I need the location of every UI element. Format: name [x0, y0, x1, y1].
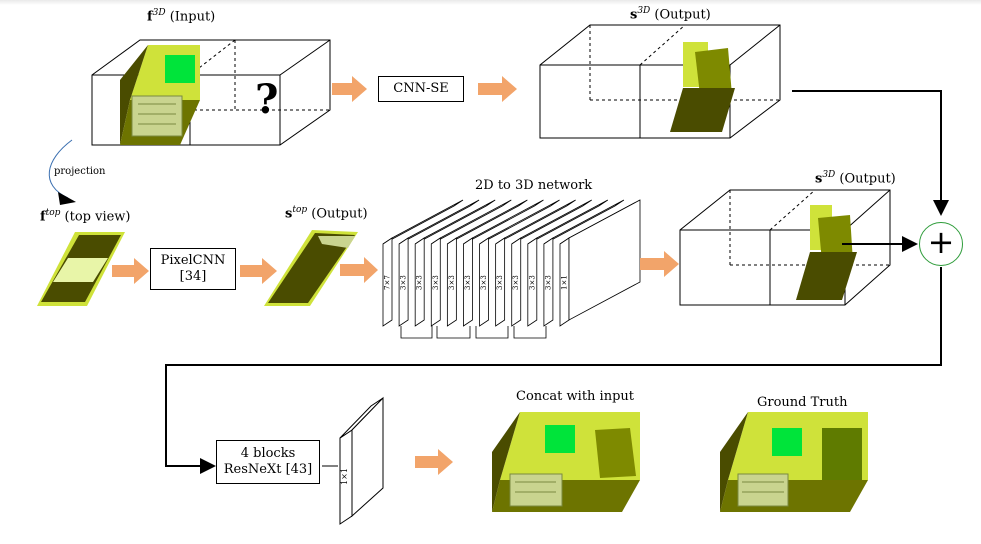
pixelcnn-line1: PixelCNN: [160, 253, 226, 268]
projection-label: projection: [54, 166, 106, 177]
arrow-to-network: [340, 257, 378, 283]
connector-plus-to-bottom: [165, 267, 942, 474]
concat-scene: [492, 412, 640, 512]
s3d-output-mid-label: s3D (Output): [815, 170, 896, 187]
kernel-size-label: 3×3: [512, 275, 520, 290]
arrow-from-pixelcnn: [240, 258, 277, 284]
top-shadow-bar: [0, 0, 981, 5]
kernel-size-label: 3×3: [544, 275, 552, 290]
arrow-to-cnnse: [332, 76, 367, 102]
kernel-size-label: 3×3: [480, 275, 488, 290]
cnn-se-box: CNN-SE: [378, 76, 464, 102]
resnext-line1: 4 blocks: [240, 446, 296, 461]
kernel-size-label: 7×7: [384, 275, 392, 290]
network-slab: 3×3: [495, 199, 576, 327]
ftop-view-label: ftop (top view): [40, 208, 131, 225]
pixelcnn-line2: [34]: [179, 269, 207, 284]
skip-connections: [400, 326, 547, 339]
ground-truth-scene: [720, 412, 868, 512]
question-mark: ?: [255, 76, 279, 123]
kernel-size-label: 3×3: [416, 275, 424, 290]
s3d-output-top-volume: [539, 24, 781, 139]
network-slab: 3×3: [446, 199, 528, 327]
s3d-output-mid-volume: [679, 189, 891, 306]
network-2d3d-label: 2D to 3D network: [475, 178, 593, 193]
arrow-from-cnnse: [478, 76, 517, 102]
kernel-size-label: 3×3: [448, 275, 456, 290]
pixelcnn-box: PixelCNN [34]: [150, 248, 236, 290]
f3d-input-label: f3D (Input): [147, 8, 216, 25]
kernel-size-label: 3×3: [432, 275, 440, 290]
arrow-from-network: [640, 251, 679, 277]
input-volume: [91, 39, 331, 146]
concat-label: Concat with input: [516, 389, 634, 404]
arrow-to-concat: [415, 449, 453, 475]
stop-output-map: [264, 230, 358, 306]
kernel-size-label: 1×1: [561, 275, 569, 290]
network-slab: 3×3: [430, 199, 512, 327]
network-slab: 3×3: [511, 199, 592, 327]
final-1x1-slab: [339, 396, 384, 525]
network-slab: 3×3: [398, 199, 480, 327]
arrow-to-pixelcnn: [112, 258, 149, 284]
stop-output-label: stop (Output): [285, 205, 368, 222]
network-slab: 3×3: [414, 199, 496, 327]
network-2d3d: 7×7 3×3 3×3 3×3 3×3 3×3 3×3 3×3 3×3 3×3 3×3 1×1: [382, 199, 641, 327]
network-slab: 7×7: [382, 199, 464, 327]
final-kernel-label: 1×1: [339, 468, 349, 485]
resnext-box: 4 blocks ResNeXt [43]: [216, 440, 320, 484]
resnext-line2: ResNeXt [43]: [223, 462, 313, 477]
kernel-size-label: 3×3: [496, 275, 504, 290]
network-slab: 3×3: [463, 199, 544, 327]
ground-truth-label: Ground Truth: [757, 395, 848, 410]
network-slab: 3×3: [543, 199, 625, 327]
sum-plus-node: +: [919, 222, 963, 266]
kernel-size-label: 3×3: [464, 275, 472, 290]
kernel-size-label: 3×3: [400, 275, 408, 290]
connector-top-to-plus: [792, 90, 949, 216]
kernel-size-label: 3×3: [528, 275, 536, 290]
network-slab: 3×3: [527, 199, 609, 327]
network-slab: 3×3: [479, 199, 560, 327]
network-slab: 1×1: [559, 199, 641, 327]
s3d-output-top-label: s3D (Output): [630, 6, 711, 23]
ftop-view-map: [37, 232, 125, 306]
